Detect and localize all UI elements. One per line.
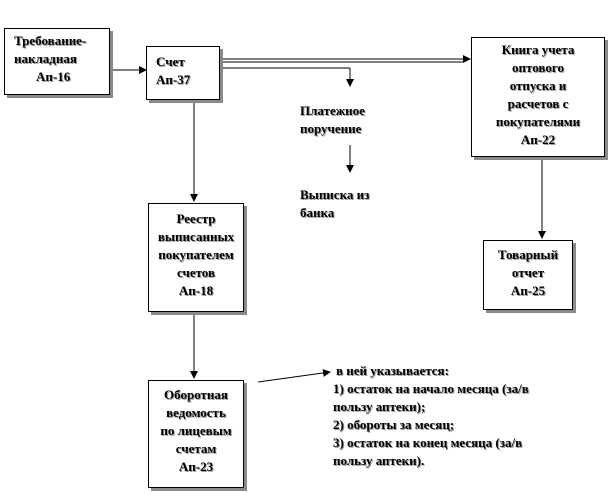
box-trebovanie-line-3: Ап-16 — [36, 69, 71, 84]
box-kniga-line-4: расчетов с — [507, 96, 569, 111]
box-reestr-line-1: Реестр — [176, 211, 216, 226]
box-tovarny-line-2: отчет — [511, 265, 545, 280]
box-oborotnaya-line-2: ведомость — [166, 405, 226, 420]
label-platezhnoe-poruchenie: Платежное поручение — [300, 102, 365, 138]
box-tovarny-otchet: Товарный отчет Ап-25 — [483, 240, 573, 310]
box-trebovanie-line-2: накладная — [14, 51, 77, 66]
box-tovarny-line-1: Товарный — [497, 247, 559, 262]
box-trebovanie-line-1: Требование- — [14, 33, 87, 48]
platezhnoe-line-2: поручение — [300, 121, 362, 136]
note-line-4: 2) обороты за месяц; — [333, 417, 455, 432]
box-trebovanie-nakladnaya: Требование- накладная Ап-16 — [4, 28, 110, 95]
arrow-oborotnaya-to-note — [257, 369, 331, 383]
note-line-6: пользу аптеки). — [333, 453, 425, 468]
box-schet-line-1: Счет — [156, 54, 185, 69]
box-kniga-line-2: оптового — [512, 60, 564, 75]
note-line-3: пользу аптеки); — [333, 399, 426, 414]
box-schet: Счет Ап-37 — [146, 46, 220, 100]
box-reestr-line-2: выписанных — [157, 229, 235, 244]
box-kniga-line-3: отпуска и — [509, 78, 567, 93]
box-oborotnaya-line-3: по лицевым — [160, 423, 232, 438]
platezhnoe-line-1: Платежное — [300, 103, 365, 118]
box-kniga-line-1: Книга учета — [501, 42, 575, 57]
box-reestr-line-3: покупателем — [158, 247, 234, 262]
box-kniga-ucheta: Книга учета оптового отпуска и расчетов … — [471, 37, 605, 157]
note-details: в ней указывается: 1) остаток на начало … — [333, 362, 529, 470]
label-vypiska-iz-banka: Выписка из банка — [300, 186, 369, 222]
box-oborotnaya-line-1: Оборотная — [164, 387, 228, 402]
vypiska-line-1: Выписка из — [300, 187, 370, 202]
box-kniga-line-6: Ап-22 — [520, 132, 556, 147]
box-tovarny-line-3: Ап-25 — [510, 283, 546, 298]
box-oborotnaya-line-4: счетам — [175, 441, 217, 456]
note-line-5: 3) остаток на конец месяца (за/в — [333, 435, 523, 450]
box-oborotnaya-line-5: Ап-23 — [178, 459, 214, 474]
note-line-1: в ней указывается: — [336, 363, 449, 378]
box-schet-line-2: Ап-37 — [156, 72, 191, 87]
box-oborotnaya-vedomost: Оборотная ведомость по лицевым счетам Ап… — [148, 380, 244, 488]
box-reestr-line-4: счетов — [176, 265, 216, 280]
box-reestr: Реестр выписанных покупателем счетов Ап-… — [148, 203, 244, 312]
box-reestr-line-5: Ап-18 — [178, 283, 214, 298]
vypiska-line-2: банка — [300, 205, 335, 220]
box-kniga-line-5: покупателями — [495, 114, 581, 129]
note-line-2: 1) остаток на начало месяца (за/в — [333, 381, 529, 396]
